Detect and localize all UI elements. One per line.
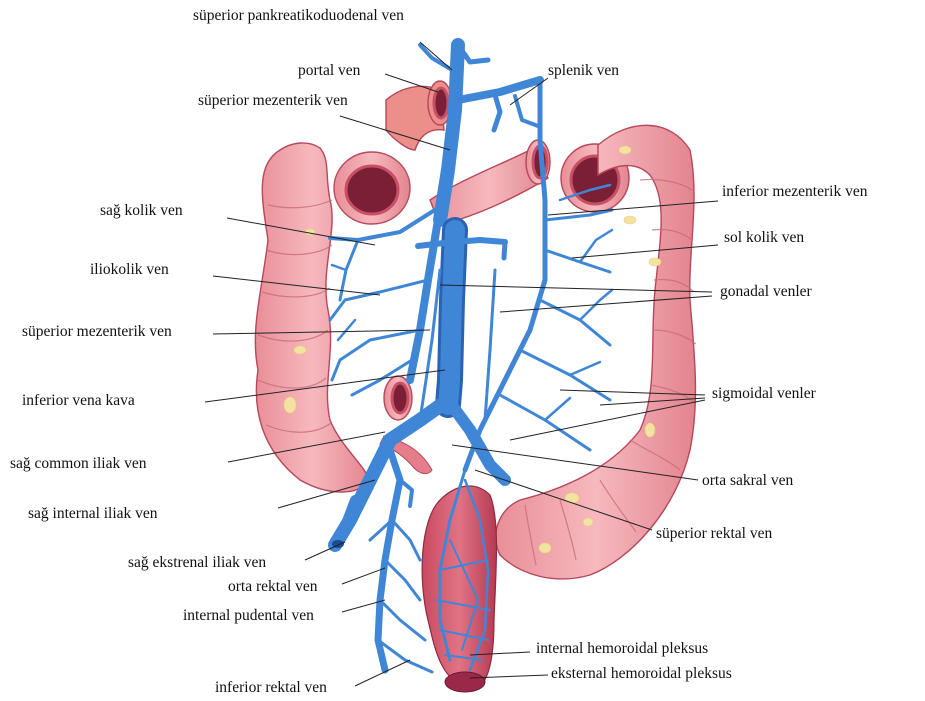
label-sag-kolik-ven: sağ kolik ven	[100, 202, 183, 219]
label-internal-pudental-ven: internal pudental ven	[183, 607, 314, 624]
label-sag-ekstrenal-iliak-ven: sağ ekstrenal iliak ven	[128, 554, 266, 571]
label-sigmoidal-venler: sigmoidal venler	[712, 385, 817, 402]
rectum	[422, 486, 496, 692]
label-superior-mezenterik-ven-top: süperior mezenterik ven	[198, 92, 348, 109]
label-superior-mezenterik-ven-mid: süperior mezenterik ven	[22, 323, 172, 340]
label-splenik-ven: splenik ven	[548, 62, 619, 79]
label-sag-common-iliak-ven: sağ common iliak ven	[10, 455, 147, 472]
label-superior-pankreatikoduodenal-ven: süperior pankreatikoduodenal ven	[193, 7, 404, 24]
label-iliokolik-ven: iliokolik ven	[90, 261, 169, 278]
label-eksternal-hemoroidal-pleksus: eksternal hemoroidal pleksus	[551, 665, 732, 682]
label-inferior-vena-kava: inferior vena kava	[22, 392, 135, 409]
label-portal-ven: portal ven	[298, 62, 361, 79]
label-sag-internal-iliak-ven: sağ internal iliak ven	[28, 505, 158, 522]
label-orta-rektal-ven: orta rektal ven	[228, 578, 318, 595]
label-internal-hemoroidal-pleksus: internal hemoroidal pleksus	[536, 640, 708, 657]
label-orta-sakral-ven: orta sakral ven	[702, 472, 793, 489]
label-gonadal-venler: gonadal venler	[720, 283, 813, 300]
duodenum-opening	[386, 81, 452, 150]
label-inferior-mezenterik-ven: inferior mezenterik ven	[722, 183, 868, 200]
label-inferior-rektal-ven: inferior rektal ven	[215, 679, 327, 696]
anatomy-illustration	[255, 45, 696, 692]
hepatic-flexure-opening	[334, 152, 410, 224]
label-superior-rektal-ven: süperior rektal ven	[656, 525, 772, 542]
label-sol-kolik-ven: sol kolik ven	[724, 229, 804, 246]
